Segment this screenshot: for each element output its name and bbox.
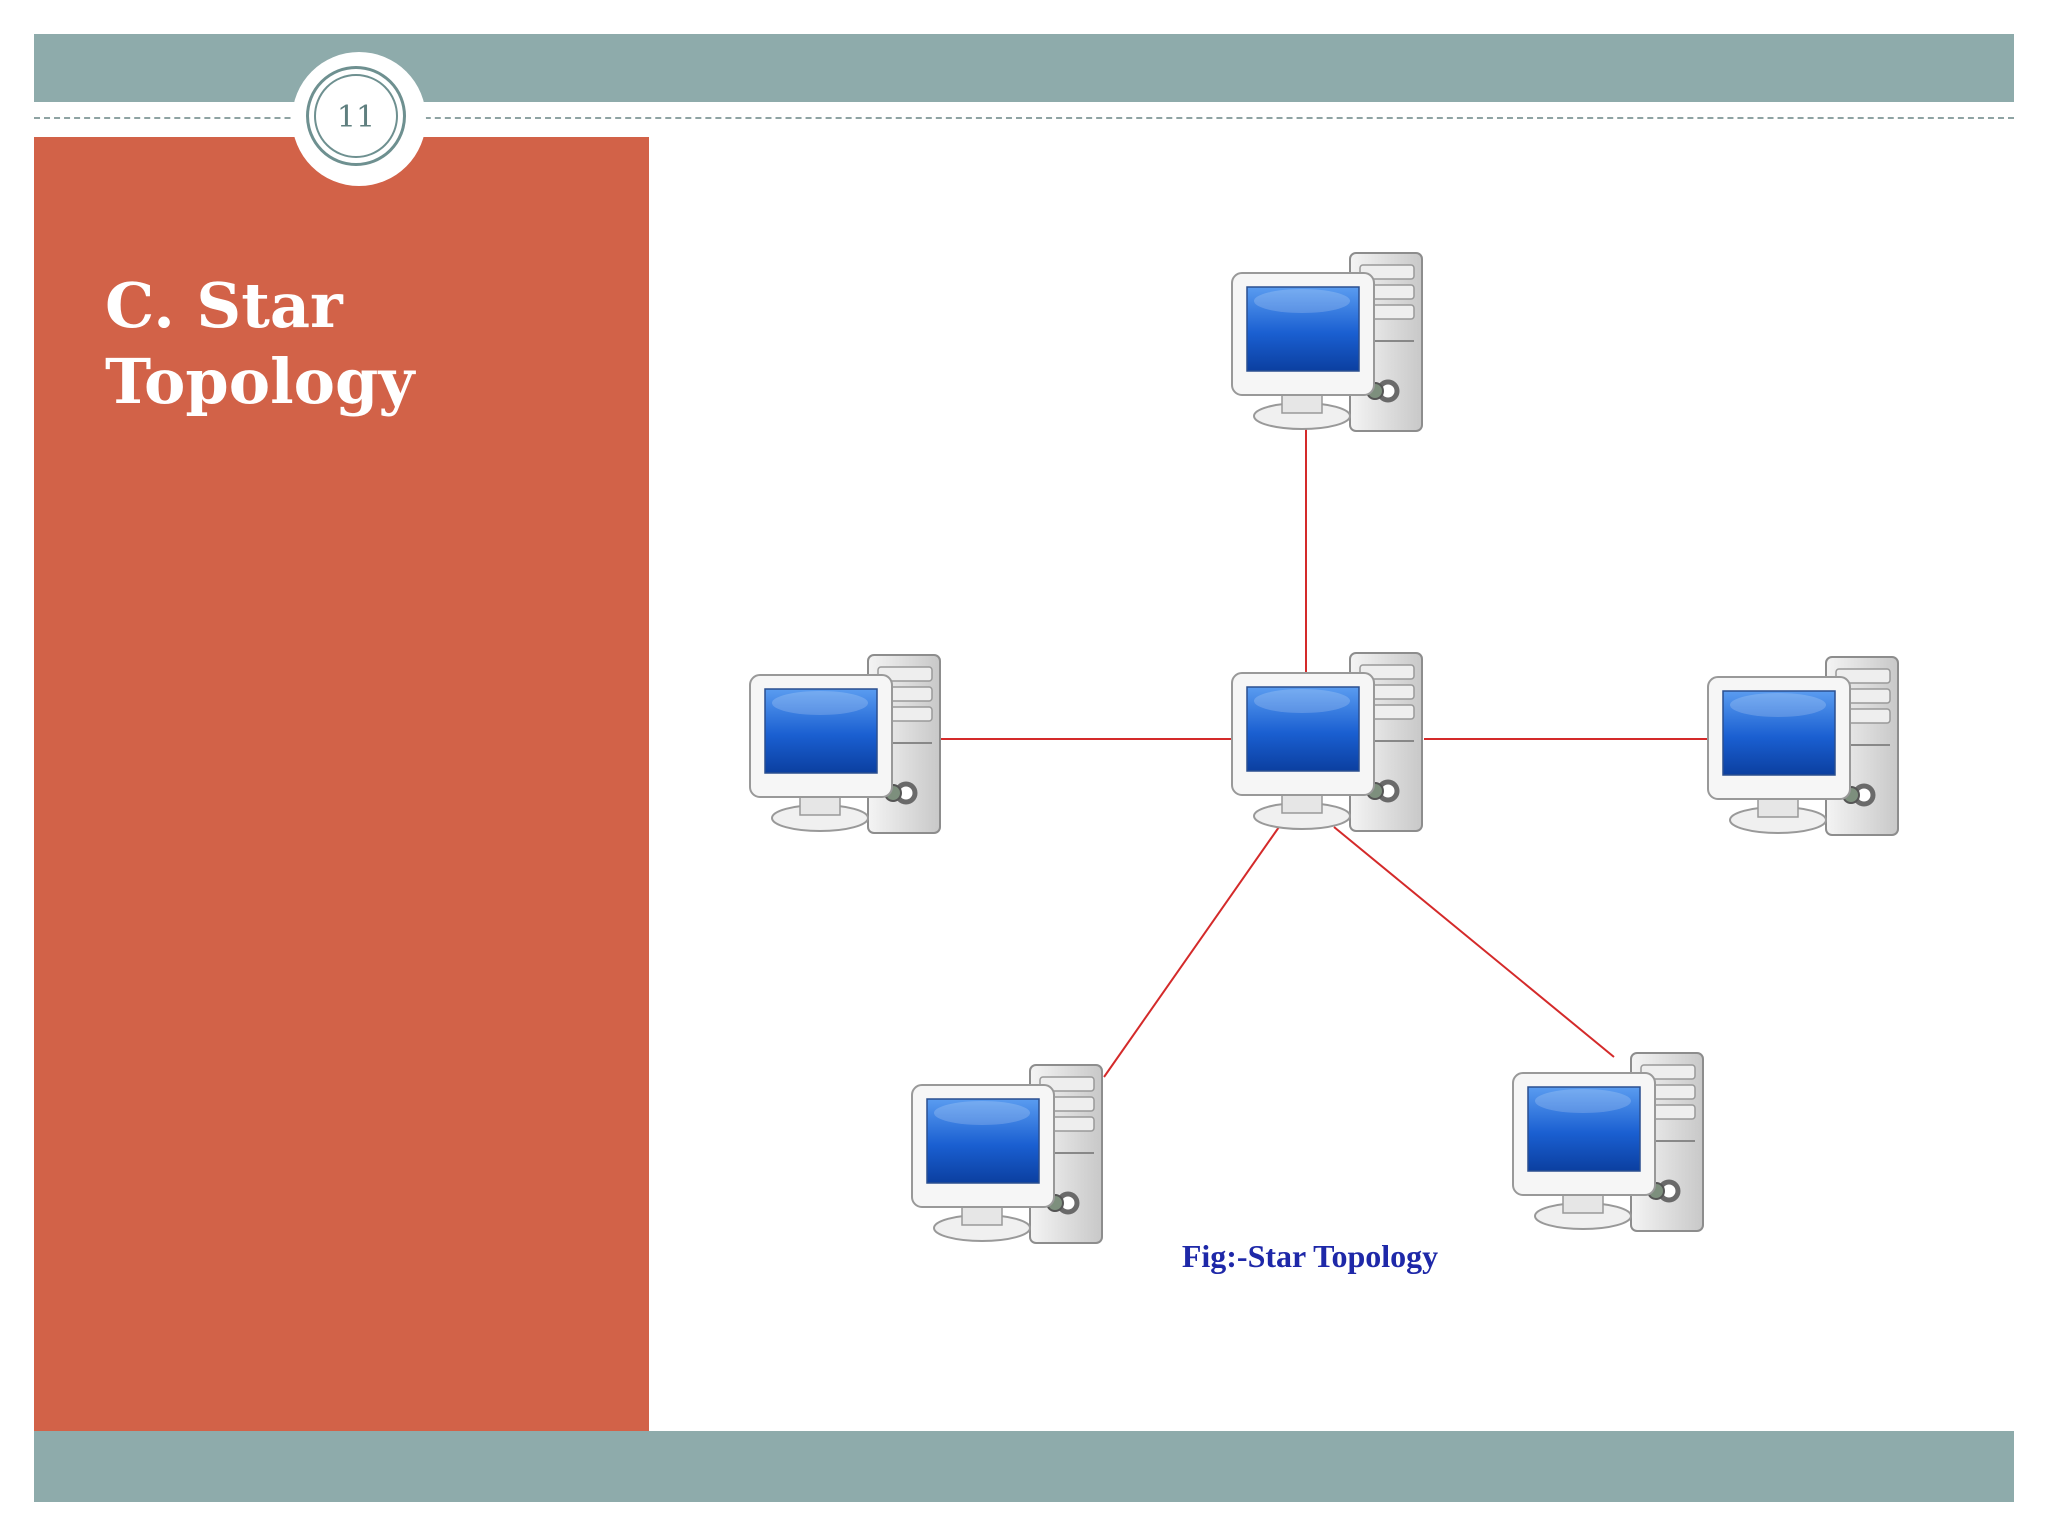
- figure-caption: Fig:-Star Topology: [1181, 1238, 1439, 1274]
- computer-top-icon: [1232, 253, 1422, 431]
- dashed-divider: [34, 117, 2014, 119]
- slide-title-line1: C. Star: [105, 269, 343, 342]
- computer-left-icon: [750, 655, 940, 833]
- network-links: [939, 427, 1709, 1078]
- link-bottom-left: [1103, 826, 1280, 1078]
- page-number-ring: [306, 66, 406, 166]
- link-bottom-right: [1333, 826, 1615, 1058]
- computer-bottom-right-icon: [1513, 1053, 1703, 1231]
- page-number-inner-ring: [314, 74, 398, 158]
- computer-center-hub-icon: [1232, 653, 1422, 831]
- slide-title-line2: Topology: [105, 345, 415, 418]
- page-number: 11: [336, 100, 376, 135]
- computer-bottom-left-icon: [912, 1065, 1102, 1243]
- slide-title: C. Star Topology: [105, 268, 625, 420]
- bottom-accent-bar: [34, 1431, 2014, 1502]
- computer-right-icon: [1708, 657, 1898, 835]
- star-topology-diagram: [649, 137, 2014, 1431]
- title-panel: [34, 137, 649, 1431]
